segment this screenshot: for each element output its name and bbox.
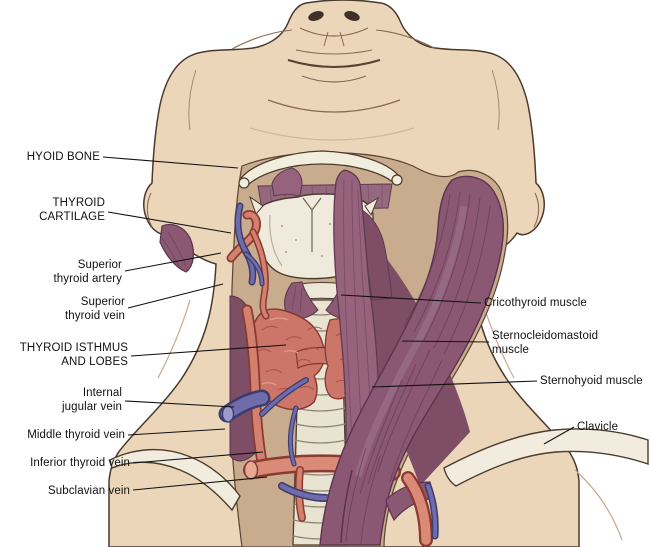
hyoid-bone-shape (238, 150, 403, 189)
subclavian-vessel-lateral (401, 471, 439, 547)
label-hyoid-bone: HYOID BONE (26, 151, 100, 163)
label-superior-thyroid-artery: Superior thyroid artery (53, 259, 122, 286)
label-inferior-thyroid-vein: Inferior thyroid vein (30, 457, 130, 469)
vein-shapes (218, 202, 330, 502)
label-superior-thyroid-vein: Superior thyroid vein (64, 296, 125, 323)
label-subclavian-vein: Subclavian vein (47, 485, 130, 497)
mouth-and-chin-lines (188, 29, 500, 131)
label-internal-jugular-vein: Internal jugular vein (61, 387, 122, 414)
label-thyroid-isthmus-and-lobes: THYROID ISTHMUS AND LOBES (19, 342, 128, 369)
label-clavicle: Clavicle (577, 421, 619, 433)
label-sternocleidomastoid-muscle: Sternocleidomastoid muscle (492, 330, 599, 357)
label-thyroid-cartilage: THYROID CARTILAGE (39, 197, 105, 224)
label-sternohyoid-muscle: Sternohyoid muscle (540, 375, 643, 387)
nose (299, 11, 369, 37)
label-middle-thyroid-vein: Middle thyroid vein (27, 429, 125, 441)
label-cricothyroid-muscle: Cricothyroid muscle (484, 297, 587, 309)
